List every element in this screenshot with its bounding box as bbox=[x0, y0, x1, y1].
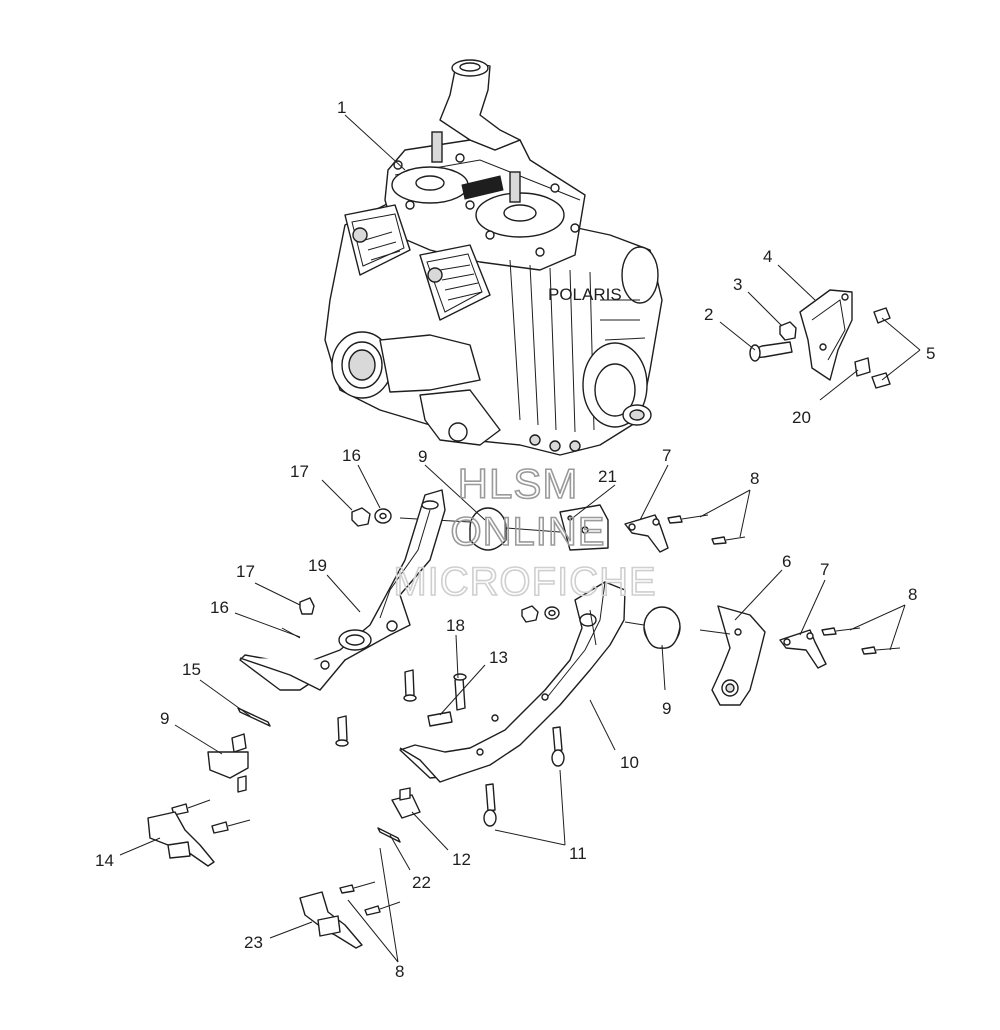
callout-5: 5 bbox=[926, 344, 935, 363]
callout-10: 10 bbox=[620, 753, 639, 772]
callout-18: 18 bbox=[446, 616, 465, 635]
callout-14: 14 bbox=[95, 851, 114, 870]
callout-21: 21 bbox=[598, 467, 617, 486]
callout-15: 15 bbox=[182, 660, 201, 679]
right-mount-group bbox=[624, 605, 901, 706]
watermark-line-3: MICROFICHE bbox=[393, 560, 656, 604]
callout-1: 1 bbox=[337, 98, 346, 117]
watermark-line-2: ONLINE bbox=[451, 510, 606, 554]
callout-8-upper: 8 bbox=[750, 469, 759, 488]
callout-22: 22 bbox=[412, 873, 431, 892]
bottom-bracket-group bbox=[299, 881, 401, 949]
callout-3: 3 bbox=[733, 275, 742, 294]
callout-17-left: 17 bbox=[236, 562, 255, 581]
callout-7-right: 7 bbox=[820, 560, 829, 579]
callout-19: 19 bbox=[308, 556, 327, 575]
callout-9-left: 9 bbox=[160, 709, 169, 728]
callout-16-left: 16 bbox=[210, 598, 229, 617]
callout-8-bottom: 8 bbox=[395, 962, 404, 981]
callout-labels: 1 2 3 4 5 20 9 16 17 21 7 8 6 7 8 17 19 … bbox=[95, 98, 935, 981]
svg-text:POLARIS: POLARIS bbox=[548, 285, 622, 304]
left-engine-plate bbox=[239, 489, 446, 747]
leader-lines bbox=[119, 114, 921, 963]
watermark-line-1: HLSM bbox=[458, 460, 579, 507]
callout-6: 6 bbox=[782, 552, 791, 571]
callout-13: 13 bbox=[489, 648, 508, 667]
callout-9-right: 9 bbox=[662, 699, 671, 718]
engine-assembly: POLARIS bbox=[324, 59, 663, 456]
callout-11: 11 bbox=[569, 844, 587, 863]
callout-9-upper: 9 bbox=[418, 447, 427, 466]
callout-20: 20 bbox=[792, 408, 811, 427]
main-engine-bracket bbox=[377, 581, 626, 843]
callout-12: 12 bbox=[452, 850, 471, 869]
engine-bracket-group bbox=[749, 289, 891, 389]
callout-8-right: 8 bbox=[908, 585, 917, 604]
callout-23: 23 bbox=[244, 933, 263, 952]
callout-4: 4 bbox=[763, 247, 772, 266]
callout-2: 2 bbox=[704, 305, 713, 324]
left-lower-group bbox=[147, 707, 271, 867]
callout-16-upper: 16 bbox=[342, 446, 361, 465]
callout-17-upper: 17 bbox=[290, 462, 309, 481]
callout-7-upper: 7 bbox=[662, 446, 671, 465]
upper-mount-group bbox=[351, 504, 746, 553]
watermark: HLSM ONLINE MICROFICHE bbox=[393, 459, 657, 605]
